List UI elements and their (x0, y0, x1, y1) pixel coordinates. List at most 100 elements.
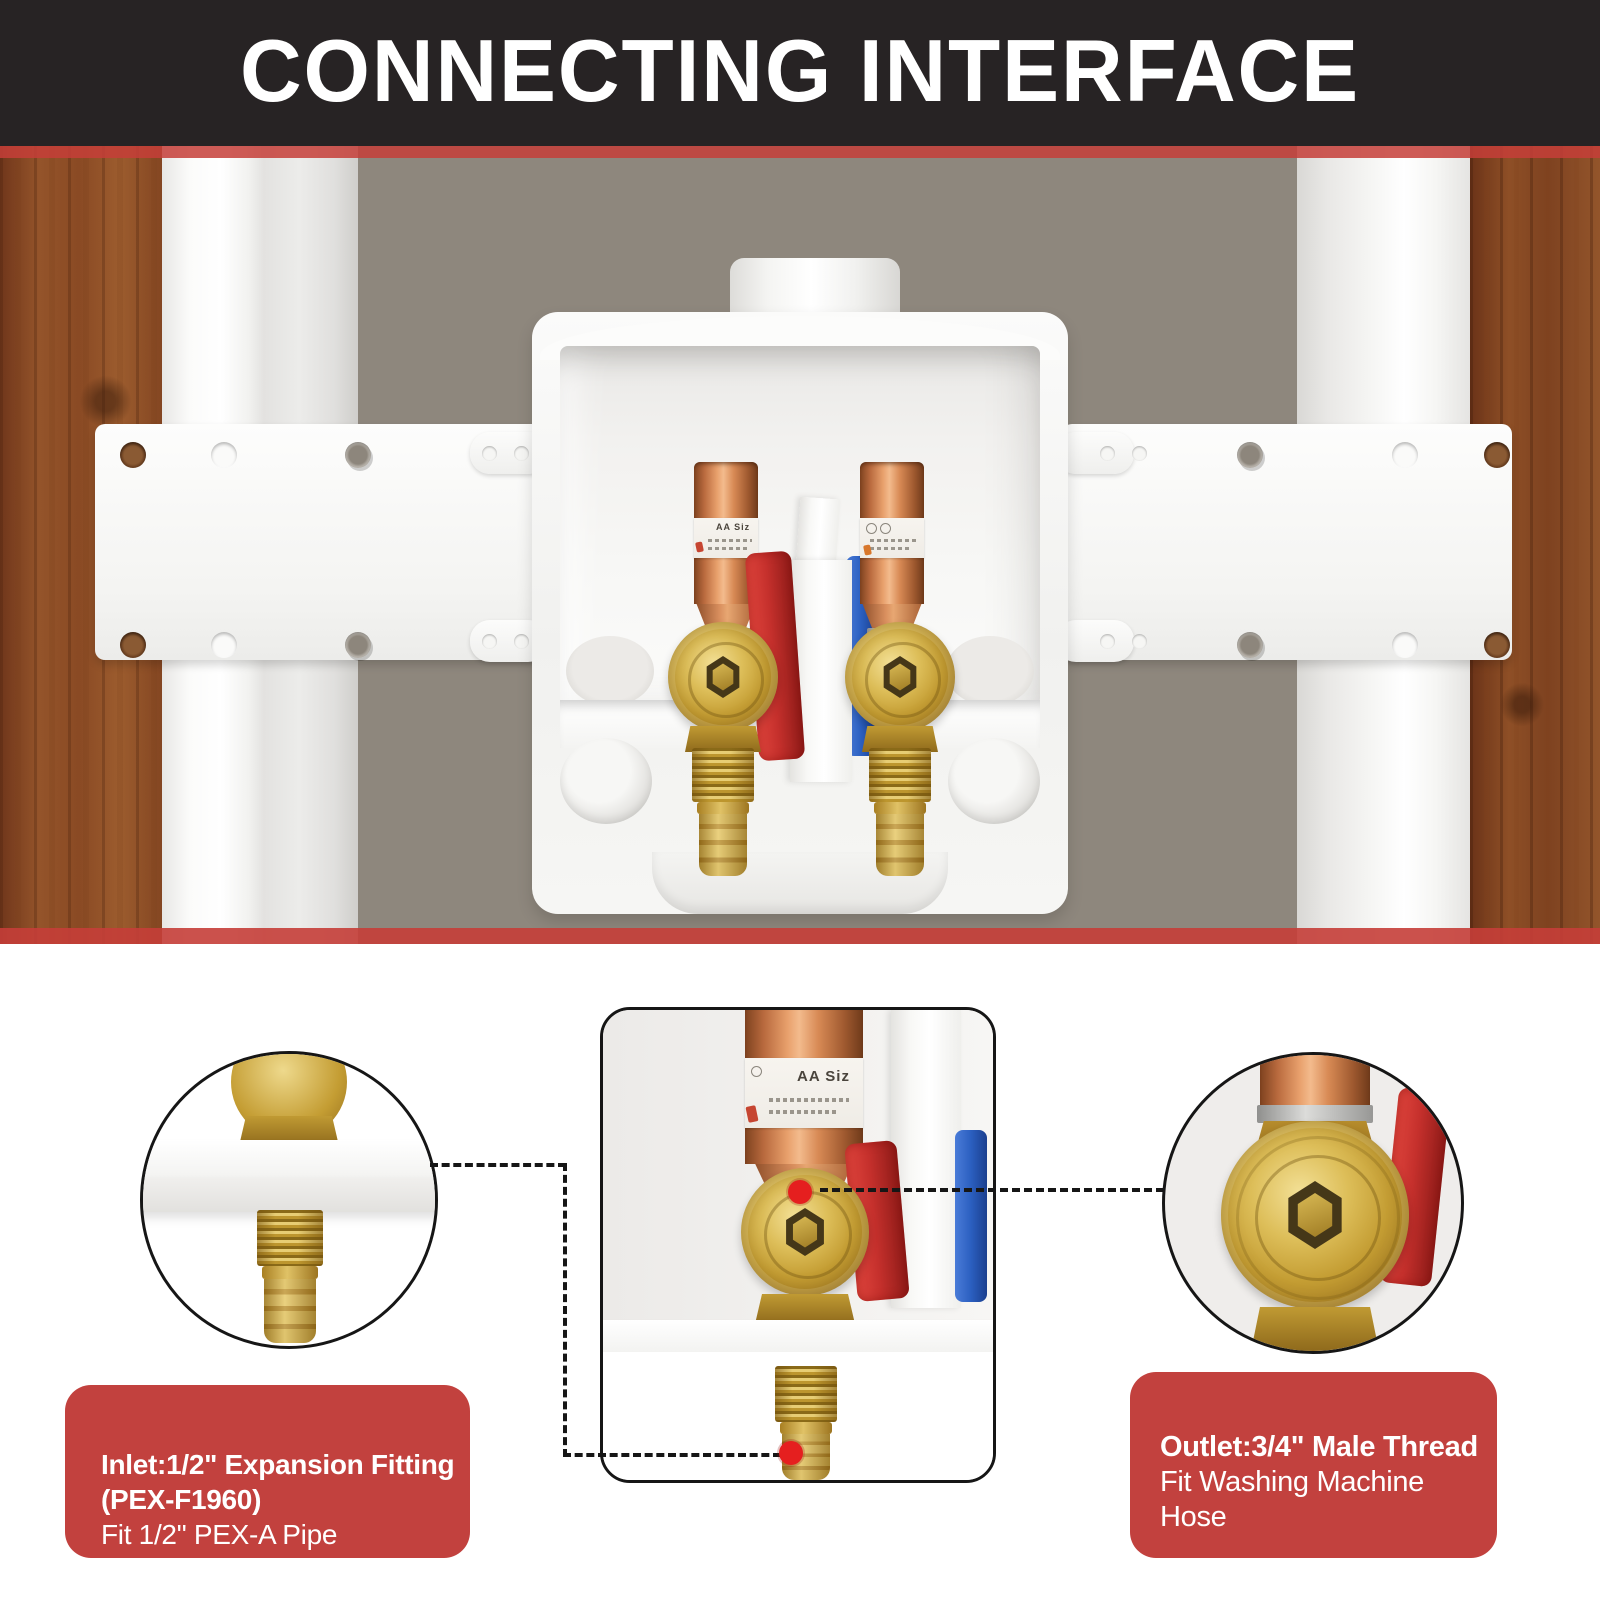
tab-hole (482, 446, 497, 461)
arrestor-fine-print (708, 539, 752, 542)
screw-hole (1484, 442, 1510, 468)
expansion-fitting-collar-detail (262, 1266, 318, 1279)
valve-stem-hex-inner (1297, 1193, 1333, 1237)
accent-strip-top (0, 146, 1600, 158)
screw-hole (211, 442, 237, 468)
page-title: CONNECTING INTERFACE (239, 21, 1361, 120)
title-banner: CONNECTING INTERFACE (0, 0, 1600, 146)
screw-hole (1392, 632, 1418, 658)
mounting-bracket-right (1062, 424, 1512, 660)
ball-valve-left (668, 622, 778, 732)
screw-hole (120, 442, 146, 468)
expansion-fitting-barb-detail (264, 1279, 316, 1343)
bottom-knockout-left (560, 738, 652, 824)
valve-detail-panel: AA Siz (600, 1007, 996, 1483)
cert-mark-icon (880, 523, 891, 534)
connector-line-inlet-h1 (430, 1163, 566, 1167)
valve-stem-hex (706, 656, 740, 698)
tab-hole (514, 634, 529, 649)
brand-mark (695, 541, 704, 553)
inlet-info-box: Inlet:1/2" Expansion Fitting (PEX-F1960)… (65, 1385, 470, 1558)
connector-line-inlet-h2 (563, 1453, 781, 1457)
bracket-tab (1056, 432, 1134, 474)
marker-dot-valve (788, 1180, 812, 1204)
valve-nut-detail (1251, 1307, 1379, 1351)
inlet-info-line3: Fit 1/2" PEX-A Pipe (101, 1519, 338, 1550)
bottom-knockout-right (948, 738, 1040, 824)
valve-handle-blue-detail (955, 1130, 987, 1302)
screw-hole (345, 442, 371, 468)
valve-face-detail (1221, 1121, 1409, 1309)
divider-post-stem (795, 496, 841, 570)
fitting-thread-detail (775, 1366, 837, 1422)
shelf-detail-top (603, 1320, 993, 1352)
interior-knockout-left (566, 636, 654, 706)
connector-line-outlet (820, 1188, 1164, 1192)
inlet-info-line2: (PEX-F1960) (101, 1484, 262, 1515)
arrestor-label-text: AA Siz (797, 1068, 850, 1085)
tab-hole (1100, 634, 1115, 649)
valve-ring (687, 641, 765, 719)
inlet-info-line1: Inlet:1/2" Expansion Fitting (101, 1449, 455, 1480)
valve-stem-hex (883, 656, 917, 698)
outlet-info-line3: Hose (1160, 1501, 1227, 1533)
screw-hole (1484, 632, 1510, 658)
connector-line-inlet-v (563, 1163, 567, 1457)
bracket-tab (1056, 620, 1134, 662)
screw-hole (1237, 442, 1263, 468)
crimp-ring-detail (1257, 1105, 1373, 1123)
cert-mark-icon (751, 1066, 762, 1077)
pex-fitting-right-collar (874, 802, 926, 814)
arrestor-fine-print (870, 547, 910, 550)
screw-hole (1392, 442, 1418, 468)
inlet-detail-circle (140, 1051, 438, 1349)
ball-valve-right (845, 622, 955, 732)
accent-strip-bottom (0, 928, 1600, 944)
fitting-collar-detail (780, 1422, 832, 1434)
pex-fitting-right-thread (869, 748, 931, 802)
pex-fitting-right-barb (876, 814, 924, 876)
arrestor-label-right (860, 518, 924, 558)
copper-pipe-detail (1260, 1055, 1370, 1111)
interior-knockout-right (946, 636, 1034, 706)
arrestor-label-left: AA Siz (694, 518, 758, 558)
tab-hole (1132, 634, 1147, 649)
outlet-info-line1: Outlet:3/4" Male Thread (1160, 1431, 1478, 1463)
valve-ring (864, 641, 942, 719)
valve-stem-hex-inner (712, 663, 734, 691)
mounting-bracket-left (95, 424, 545, 660)
screw-hole (345, 632, 371, 658)
pex-fitting-left-thread (692, 748, 754, 802)
outlet-detail-circle (1162, 1052, 1464, 1354)
screw-hole (211, 632, 237, 658)
screw-hole (1237, 632, 1263, 658)
valve-nut-right (862, 726, 938, 752)
screw-hole (120, 632, 146, 658)
arrestor-label-text: AA Siz (716, 522, 751, 532)
valve-nut-left (685, 726, 761, 752)
arrestor-fine-print (769, 1098, 849, 1102)
arrestor-fine-print (769, 1110, 839, 1114)
valve-stem-hex (1288, 1181, 1342, 1249)
pex-fitting-left-barb (699, 814, 747, 876)
valve-ring (1236, 1136, 1400, 1300)
cert-mark-icon (866, 523, 877, 534)
tab-hole (1100, 446, 1115, 461)
tab-hole (514, 446, 529, 461)
brand-mark (745, 1105, 759, 1123)
arrestor-label-detail: AA Siz (745, 1058, 863, 1128)
pex-fitting-left-collar (697, 802, 749, 814)
valve-nut-detail (755, 1294, 855, 1324)
valve-stem-hex-inner (889, 663, 911, 691)
tab-hole (482, 634, 497, 649)
expansion-fitting-thread-detail (257, 1210, 323, 1266)
marker-dot-fitting (779, 1441, 803, 1465)
tab-hole (1132, 446, 1147, 461)
bracket-plate-detail-top (143, 1140, 435, 1178)
outlet-info-line2: Fit Washing Machine (1160, 1466, 1424, 1498)
arrestor-fine-print (708, 547, 748, 550)
arrestor-fine-print (870, 539, 916, 542)
bracket-plate-detail-front (143, 1178, 435, 1212)
valve-stem-hex-inner (792, 1216, 818, 1248)
